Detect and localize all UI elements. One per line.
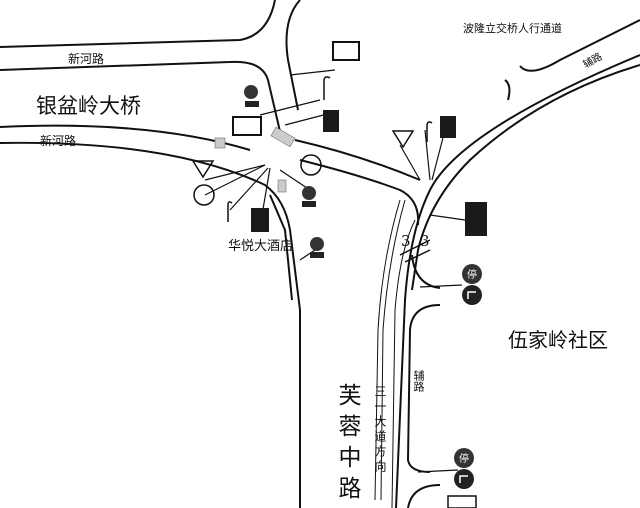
road-furong-line (374, 199, 401, 501)
road-top-right-stub (504, 79, 511, 101)
label-xinhe-road-lower: 新河路 (40, 134, 77, 148)
road-top-right-edge (285, 0, 301, 111)
label-furong-road: 芙蓉中路 (334, 383, 360, 507)
crosswalk (214, 137, 226, 149)
round-sign (193, 184, 215, 206)
road-xinhe-lower-upper-edge (0, 124, 251, 151)
label-side-road-right: 辅路 (412, 370, 425, 392)
yield-sign (391, 130, 415, 149)
sign-board (465, 202, 487, 236)
yield-sign (191, 160, 215, 179)
road-furong-line3 (391, 219, 416, 508)
crosswalk (277, 179, 287, 193)
road-central-upper (294, 139, 421, 181)
road-top-upper-edge (0, 0, 276, 48)
no-entry-sign (310, 237, 324, 251)
stop-sign (454, 448, 474, 468)
sign-board (323, 110, 339, 132)
road-main-right-edge (411, 64, 640, 291)
no-entry-sign (302, 186, 316, 200)
road-top-lower-edge (0, 60, 283, 141)
road-main-left-edge (395, 54, 640, 508)
stop-sign-text: 停 (459, 452, 469, 465)
sign-board (332, 41, 360, 61)
lane-marks (399, 239, 431, 263)
no-entry-sign (244, 85, 258, 99)
side-road-bottom (407, 484, 441, 508)
stop-sign (462, 264, 482, 284)
label-wujialing-community: 伍家岭社区 (508, 328, 608, 352)
turn-right-sign (462, 285, 482, 305)
sign-board (232, 116, 262, 136)
lamp-icon (323, 76, 331, 100)
road-central-lower (299, 159, 420, 226)
label-xinhe-road-top: 新河路 (68, 52, 105, 66)
side-road-edge (406, 304, 441, 473)
lane-number: 3 (401, 232, 411, 250)
lamp-icon (426, 121, 433, 142)
road-top-right-branch (519, 19, 640, 72)
sign-board (251, 208, 269, 232)
lamp-icon (227, 201, 233, 222)
label-sany-direction: 三一大道方向 (373, 385, 387, 475)
sign-board (440, 116, 456, 138)
side-road-upper (411, 254, 441, 289)
label-yinpenling-bridge: 银盆岭大桥 (36, 94, 141, 118)
road-inner-edge (269, 194, 293, 301)
lane-number: 3 (420, 232, 430, 250)
round-sign (300, 154, 322, 176)
road-furong-line2 (380, 199, 406, 501)
sign-board (447, 495, 477, 508)
road-xinhe-lower-lower-edge (0, 141, 301, 508)
stop-sign-text: 停 (467, 268, 477, 281)
crosswalk (270, 126, 296, 148)
turn-right-sign (454, 469, 474, 489)
label-bolong-underpass: 波隆立交桥人行通道 (463, 22, 562, 35)
label-huayue-hotel: 华悦大酒店 (228, 239, 294, 254)
